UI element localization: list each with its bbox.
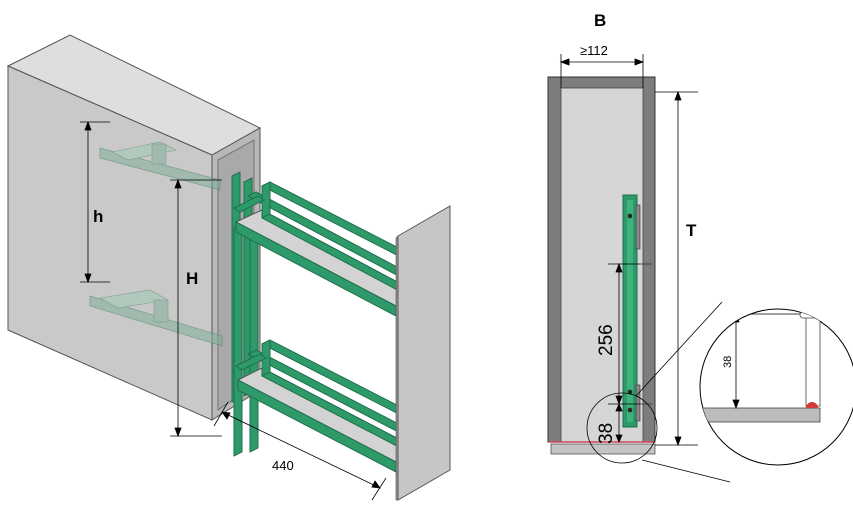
dimension-H xyxy=(170,178,222,438)
lower-runner-bracket xyxy=(635,384,641,422)
label-detail-gap: 38 xyxy=(722,356,734,368)
dimension-depth xyxy=(213,401,387,501)
upper-basket-floor xyxy=(234,209,422,307)
detail-runner-profile xyxy=(805,309,821,407)
dimension-width xyxy=(559,54,645,88)
detail-zoom: 38 xyxy=(699,308,853,466)
label-T: T xyxy=(686,221,697,240)
dimension-T xyxy=(655,90,698,447)
pull-out-frame xyxy=(231,171,432,479)
front-panel xyxy=(395,205,451,501)
dimension-base-gap xyxy=(615,402,623,444)
label-H: H xyxy=(186,269,198,288)
upper-runner-ghost xyxy=(99,141,221,191)
plinth xyxy=(550,443,656,455)
label-base-gap: 38 xyxy=(596,423,617,444)
dimension-pitch xyxy=(608,262,640,406)
dimension-h xyxy=(80,120,110,284)
label-B: B xyxy=(594,11,606,30)
label-width-min: ≥112 xyxy=(580,43,608,58)
front-panel-edge xyxy=(395,235,399,501)
label-depth: 440 xyxy=(272,458,294,473)
lower-basket xyxy=(235,339,432,479)
cabinet-body xyxy=(6,34,262,421)
lower-basket-floor xyxy=(236,367,422,463)
upper-runner-bracket xyxy=(635,204,641,250)
label-pitch: 256 xyxy=(596,324,617,356)
detail-callout xyxy=(586,301,731,483)
label-h: h xyxy=(93,207,103,226)
upper-basket xyxy=(233,181,432,325)
front-panel-face xyxy=(397,205,451,501)
isometric-view: h H xyxy=(6,34,451,501)
detail-red-marker xyxy=(806,402,818,408)
front-section-view: B ≥112 T 256 xyxy=(547,11,853,483)
detail-floor xyxy=(700,407,821,423)
